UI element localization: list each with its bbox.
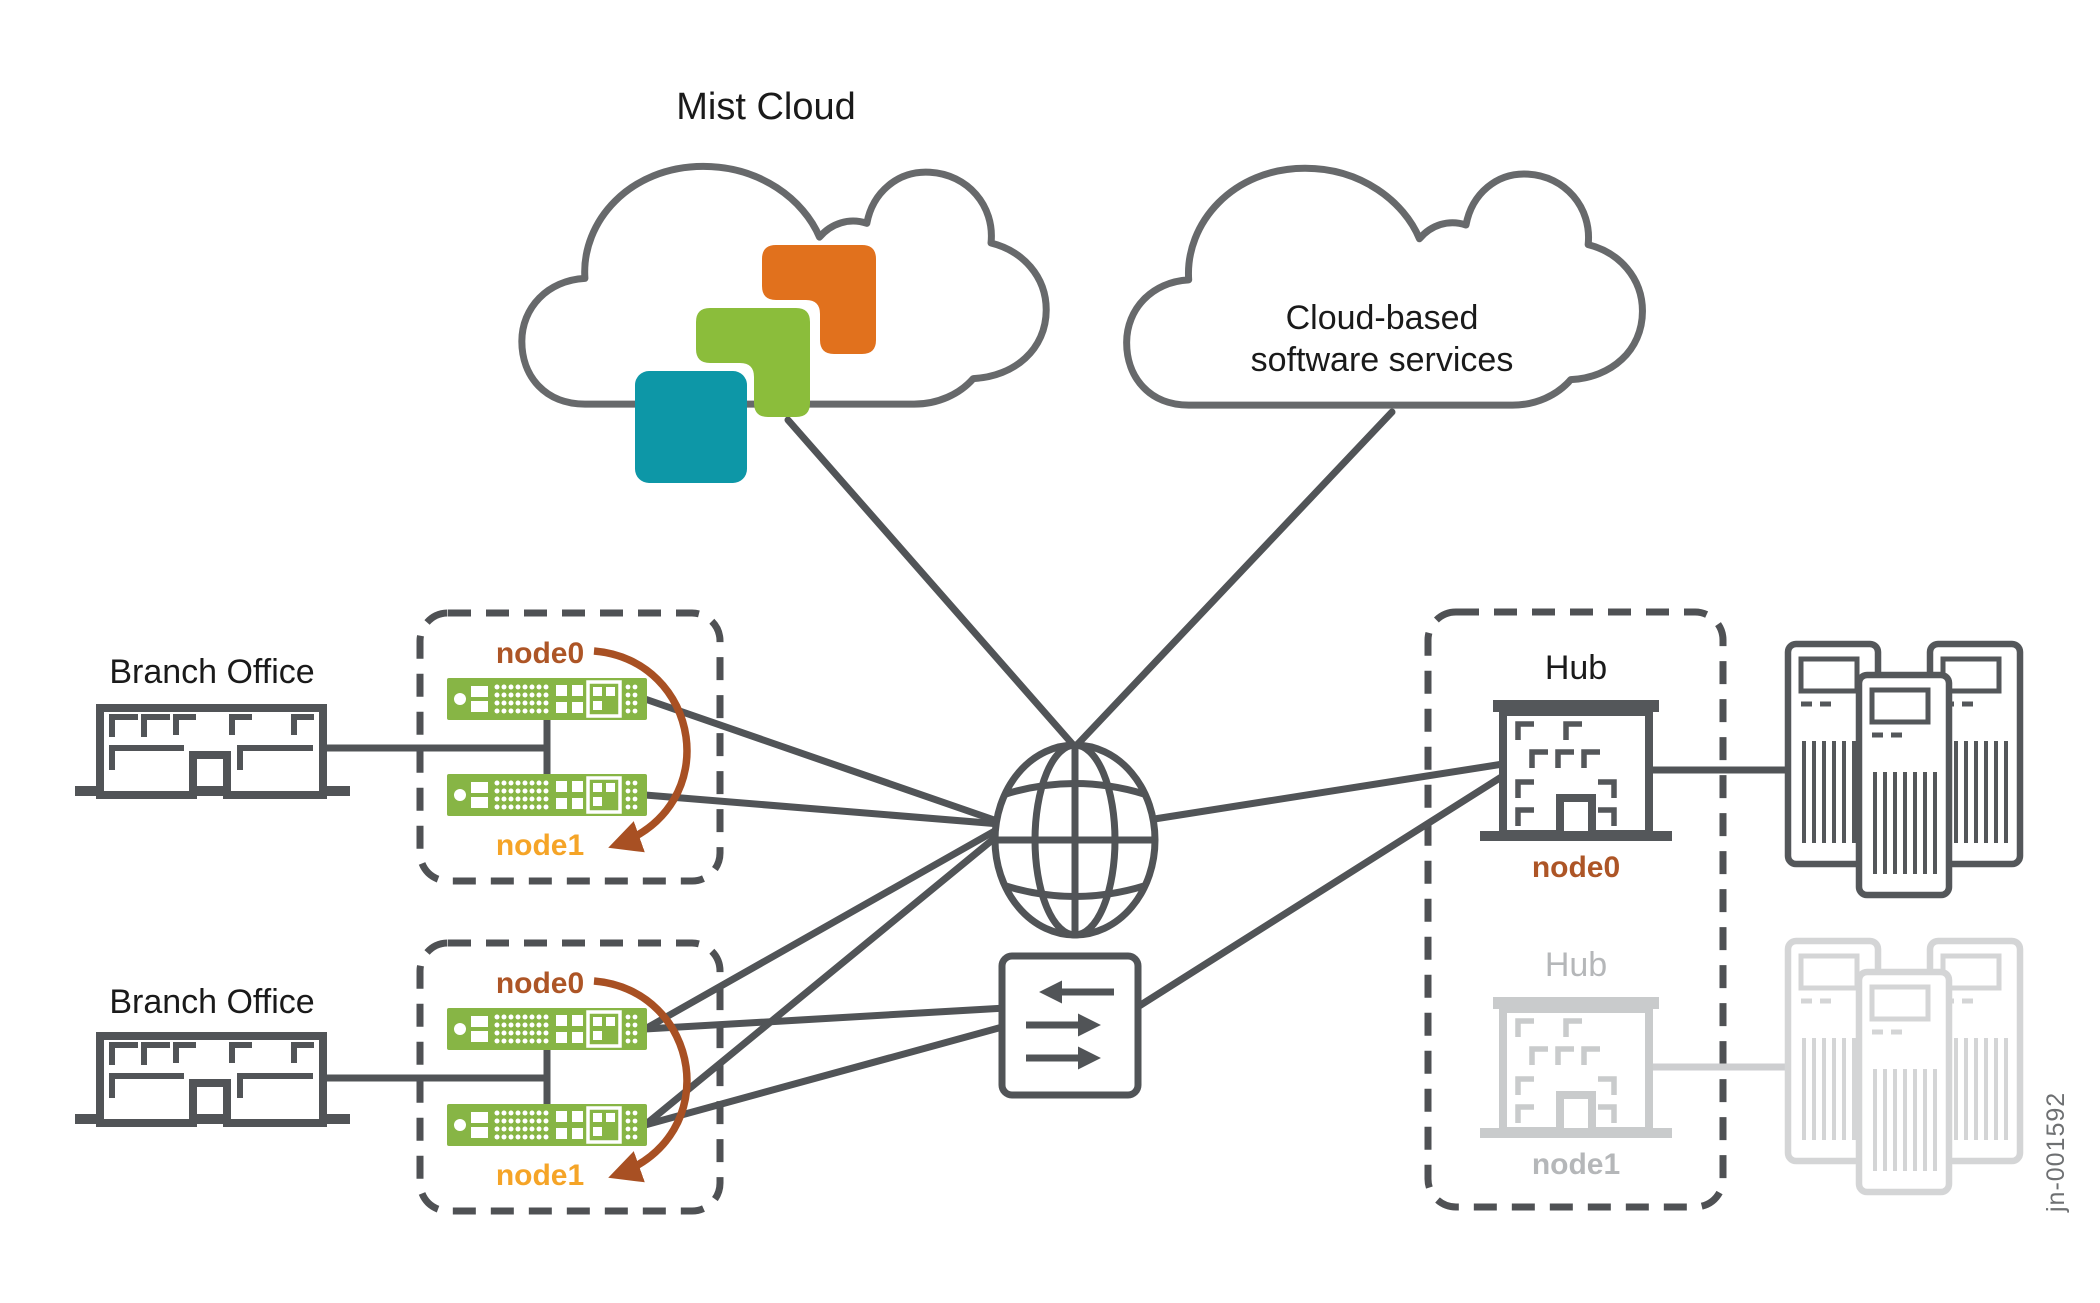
failover-arrows — [593, 647, 691, 1183]
services-cloud-label-line1: Cloud-based — [1285, 299, 1479, 337]
connection-lines — [319, 408, 1792, 1129]
hub-cluster-box — [1424, 608, 1727, 1211]
branch2-label: Branch Office — [109, 983, 315, 1021]
link-branch2-node0-internet — [641, 824, 1004, 1033]
link-switch-hub — [1132, 772, 1507, 1012]
branch1-office-building-icon — [75, 708, 350, 795]
services-cloud-label-line2: software services — [1250, 341, 1514, 379]
branch2-node0-label: node0 — [495, 967, 585, 1000]
hub-active-label: Hub — [1544, 649, 1608, 687]
link-internet-hub — [1144, 760, 1507, 824]
figure-id-label: jn-001592 — [2042, 1091, 2070, 1212]
mist-logo-teal-square — [635, 371, 747, 483]
branch1-node1-appliance-icon — [445, 772, 649, 818]
link-branch2-node0-switch — [641, 1004, 1010, 1033]
link-branch1-node1-internet — [641, 791, 1004, 828]
internet-globe-icon — [991, 741, 1159, 939]
branch1-node1-label: node1 — [495, 829, 585, 862]
switch-icon — [998, 952, 1142, 1099]
branch2-failover-arrow — [593, 977, 691, 1183]
branch1-node0-appliance-icon — [445, 676, 649, 722]
hub-node1-building-icon — [1480, 1003, 1672, 1133]
branch2-cluster-box — [416, 939, 724, 1215]
branch1-failover-arrow — [593, 647, 691, 853]
mist-cloud-label: Mist Cloud — [676, 86, 856, 128]
hub-standby-label: Hub — [1544, 946, 1608, 984]
link-branch1-node0-internet — [641, 695, 1004, 826]
link-branch2-node1-switch — [641, 1022, 1010, 1129]
branch1-node0-label: node0 — [495, 637, 585, 670]
link-branch2-node1-internet — [641, 828, 1006, 1129]
datacenter-servers-icon — [1788, 644, 2020, 895]
branch1-label: Branch Office — [109, 653, 315, 691]
hub-standby-node-label: node1 — [1531, 1148, 1621, 1181]
hub-active-node-label: node0 — [1531, 851, 1621, 884]
mist-logo — [635, 245, 876, 483]
branch2-node1-appliance-icon — [445, 1102, 649, 1148]
branch2-office-building-icon — [75, 1036, 350, 1123]
link-services-to-internet — [1071, 408, 1396, 751]
branch2-node1-label: node1 — [495, 1159, 585, 1192]
branch1-cluster-box — [416, 609, 724, 885]
link-mist-to-internet — [784, 416, 1079, 751]
datacenter-servers-inactive-icon — [1788, 941, 2020, 1192]
branch2-node0-appliance-icon — [445, 1006, 649, 1052]
hub-node0-building-icon — [1480, 706, 1672, 836]
cluster-boxes — [416, 608, 1727, 1215]
